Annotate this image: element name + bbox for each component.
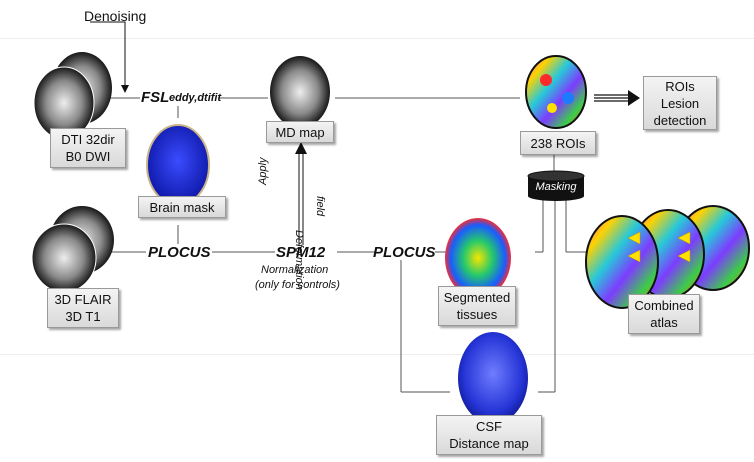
segmented-brain-icon — [445, 218, 511, 298]
fsl-label: FSL — [141, 89, 170, 106]
md-map-text: MD map — [275, 124, 325, 140]
denoising-label: Denoising — [84, 8, 147, 24]
rois-238-box: 238 ROIs — [520, 131, 596, 155]
combined-atlas-box: Combined atlas — [628, 294, 700, 334]
segmented-line-2: tissues — [456, 307, 498, 322]
deformation-label: Deformation — [293, 230, 305, 290]
rois-238-text: 238 ROIs — [530, 135, 586, 151]
triple-arrow — [594, 90, 640, 106]
normalization-label: Normalization — [261, 264, 329, 276]
csf-line-2: Distance map — [449, 436, 529, 451]
flair-box: 3D FLAIR 3D T1 — [47, 288, 119, 328]
dti-brain-icon — [33, 52, 112, 140]
field-label: field — [314, 196, 326, 217]
apply-label: Apply — [257, 157, 269, 185]
plocus-right-label: PLOCUS — [373, 244, 436, 261]
combined-atlas-icon — [585, 205, 750, 309]
combined-atlas-line-1: Combined — [634, 298, 694, 313]
only-controls-label: (only for controls) — [255, 279, 340, 291]
csf-line-1: CSF — [476, 419, 502, 434]
dti-line-2: B0 DWI — [65, 149, 111, 164]
rois-lesion-line-3: detection — [653, 112, 707, 128]
band-bottom — [0, 354, 754, 355]
segmented-line-1: Segmented — [443, 290, 511, 305]
flair-brain-icon — [31, 206, 114, 293]
rois-lesion-line-1: ROIs — [665, 78, 695, 94]
brain-mask-icon — [146, 124, 210, 206]
masking-label: Masking — [536, 181, 578, 193]
rois-brain-icon — [525, 55, 587, 129]
denoising-arrow — [90, 21, 129, 93]
md-map-icon — [270, 56, 330, 128]
plocus-left-label: PLOCUS — [148, 244, 211, 261]
deformation-arrow — [295, 142, 307, 245]
md-map-box: MD map — [266, 121, 334, 143]
flair-line-2: 3D T1 — [65, 309, 101, 324]
segmented-box: Segmented tissues — [438, 286, 516, 326]
connector-lines — [100, 97, 588, 393]
rois-lesion-line-2: Lesion — [660, 95, 700, 111]
dti-box: DTI 32dir B0 DWI — [50, 128, 126, 168]
masking-cylinder-icon: Masking — [527, 170, 585, 201]
combined-atlas-line-2: atlas — [650, 315, 678, 330]
csf-map-icon — [458, 332, 528, 424]
csf-map-box: CSF Distance map — [436, 415, 542, 455]
brain-mask-text: Brain mask — [149, 199, 215, 215]
flair-line-1: 3D FLAIR — [54, 292, 112, 307]
fsl-sub-label: eddy,dtifit — [169, 92, 222, 104]
rois-lesion-box: ROIs Lesion detection — [643, 76, 717, 130]
brain-mask-box: Brain mask — [138, 196, 226, 218]
spm12-label: SPM12 — [276, 244, 326, 261]
band-top — [0, 38, 754, 39]
dti-line-1: DTI 32dir — [61, 132, 115, 147]
